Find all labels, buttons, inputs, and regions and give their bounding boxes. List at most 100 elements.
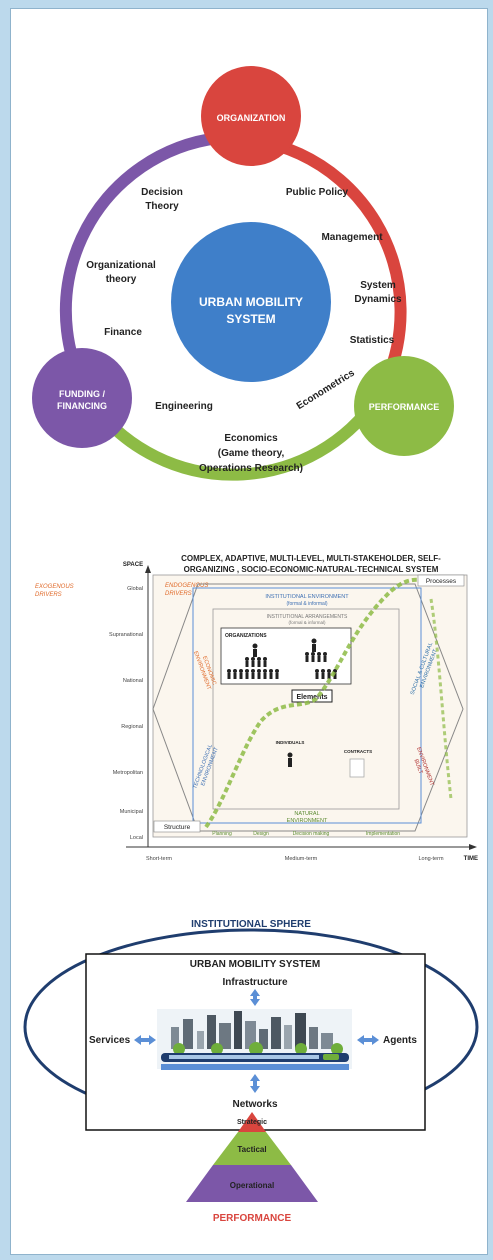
discipline-economics-1: Economics (224, 433, 278, 444)
center-label-1: URBAN MOBILITY (199, 295, 303, 309)
agents-label: Agents (383, 1035, 417, 1046)
pyramid-operational (186, 1165, 318, 1202)
space-ticks: Global Supranational National Regional M… (109, 586, 143, 841)
natural-env-label-1: NATURAL (294, 811, 319, 817)
institutional-arrangements-box (212, 608, 400, 810)
train-icon (323, 1054, 339, 1060)
networks-label: Networks (232, 1099, 277, 1110)
exogenous-label-2: DRIVERS (35, 592, 62, 598)
process-curve-right (429, 598, 453, 800)
time-tick-medium: Medium-term (285, 856, 318, 862)
funding-label-1: FUNDING / (59, 389, 105, 399)
road-band (161, 1064, 349, 1070)
ring-arc-green (90, 386, 388, 481)
complex-system-diagram: COMPLEX, ADAPTIVE, MULTI-LEVEL, MULTI-ST… (35, 554, 478, 862)
discipline-statistics: Statistics (350, 335, 395, 346)
performance-label: PERFORMANCE (369, 402, 440, 412)
built-env-label-1: BUILT (413, 758, 424, 775)
tactical-label: Tactical (237, 1145, 266, 1154)
funding-label-2: FINANCING (57, 401, 107, 411)
institutional-arr-label-2: (formal & informal) (288, 620, 326, 625)
exogenous-label-1: EXOGENOUS (35, 584, 74, 590)
discipline-economics-3: Operations Research) (199, 463, 303, 474)
time-tick-long: Long-term (418, 856, 443, 862)
endogenous-label-2: DRIVERS (165, 591, 192, 597)
strategic-label: Strategic (237, 1119, 267, 1126)
complex-title-2: ORGANIZING , SOCIO-ECONOMIC-NATURAL-TECH… (184, 565, 439, 574)
space-tick-supranational: Supranational (109, 632, 143, 638)
space-tick-metropolitan: Metropolitan (113, 770, 143, 776)
pyramid-tactical (213, 1132, 291, 1165)
individuals-label: INDIVIDUALS (276, 740, 305, 745)
time-axis-arrow (469, 844, 477, 850)
discipline-decision-theory-1: Decision (141, 187, 183, 198)
phase-decision-making: Decision making (293, 831, 330, 837)
space-tick-national: National (123, 678, 143, 684)
time-tick-short: Short-term (146, 856, 172, 862)
time-ticks: Short-term Medium-term Long-term (146, 856, 444, 862)
infrastructure-label: Infrastructure (222, 977, 287, 988)
complex-title-1: COMPLEX, ADAPTIVE, MULTI-LEVEL, MULTI-ST… (181, 554, 441, 563)
organizations-label: ORGANIZATIONS (225, 633, 267, 639)
structure-box (153, 820, 201, 833)
space-tick-global: Global (127, 586, 143, 592)
phase-planning: Planning (212, 831, 232, 837)
process-curve (204, 577, 422, 829)
networks-arrow-icon (250, 1074, 260, 1093)
structure-label: Structure (164, 824, 191, 831)
discipline-econometrics: Econometrics (295, 367, 357, 412)
phase-implementation: Implementation (366, 831, 400, 837)
organization-node (201, 66, 301, 166)
city-illustration (157, 1009, 352, 1070)
ums-title: URBAN MOBILITY SYSTEM (190, 959, 320, 970)
processes-box (417, 574, 465, 587)
space-tick-municipal: Municipal (120, 809, 143, 815)
time-axis-label: TIME (464, 856, 478, 862)
individual-person-icon (287, 752, 293, 767)
elements-label: Elements (296, 694, 327, 701)
space-tick-local: Local (130, 835, 143, 841)
environment-hexagon (152, 583, 464, 832)
discipline-economics-2: (Game theory, (218, 448, 285, 459)
figure-panel: URBAN MOBILITY SYSTEM ORGANIZATION FUNDI… (10, 8, 488, 1255)
institutional-arr-label-1: INSTITUTIONAL ARRANGEMENTS (267, 614, 348, 620)
discipline-org-theory-2: theory (106, 274, 137, 285)
discipline-system-dynamics-2: Dynamics (354, 294, 402, 305)
contracts-label: CONTRACTS (344, 749, 372, 754)
services-arrow-icon (134, 1035, 156, 1045)
figure-canvas: URBAN MOBILITY SYSTEM ORGANIZATION FUNDI… (23, 66, 479, 1224)
agents-arrow-icon (357, 1035, 379, 1045)
institutional-sphere-diagram: INSTITUTIONAL SPHERE URBAN MOBILITY SYST… (23, 919, 479, 1224)
phase-design: Design (253, 831, 269, 837)
center-label-2: SYSTEM (226, 312, 275, 326)
contract-document-icon (349, 758, 365, 778)
discipline-org-theory-1: Organizational (86, 260, 156, 271)
system-panel (152, 574, 468, 838)
performance-node (354, 356, 454, 456)
performance-footer-label: PERFORMANCE (213, 1213, 292, 1224)
discipline-wheel: URBAN MOBILITY SYSTEM ORGANIZATION FUNDI… (32, 66, 454, 481)
center-circle (171, 222, 331, 382)
organization-label: ORGANIZATION (217, 113, 286, 123)
institutional-env-label-1: INSTITUTIONAL ENVIRONMENT (265, 594, 349, 600)
services-label: Services (89, 1035, 131, 1046)
institutional-sphere-label: INSTITUTIONAL SPHERE (191, 919, 311, 930)
discipline-finance: Finance (104, 327, 142, 338)
institutional-env-label-2: (formal & informal) (286, 601, 327, 607)
pyramid-strategic (238, 1112, 266, 1132)
discipline-system-dynamics-1: System (360, 280, 396, 291)
funding-node (32, 348, 132, 448)
discipline-public-policy: Public Policy (286, 187, 349, 198)
endogenous-label-1: ENDOGENOUS (165, 583, 208, 589)
space-tick-regional: Regional (121, 724, 143, 730)
discipline-decision-theory-2: Theory (145, 201, 179, 212)
space-axis-label: SPACE (123, 562, 143, 568)
discipline-management: Management (321, 232, 383, 243)
space-axis-arrow (145, 565, 151, 573)
processes-label: Processes (426, 578, 457, 585)
discipline-engineering: Engineering (155, 401, 213, 412)
institutional-environment-box (192, 587, 422, 824)
organization-people-icon (227, 638, 337, 679)
natural-env-label-2: ENVIRONMENT (287, 818, 328, 824)
operational-label: Operational (230, 1181, 274, 1190)
